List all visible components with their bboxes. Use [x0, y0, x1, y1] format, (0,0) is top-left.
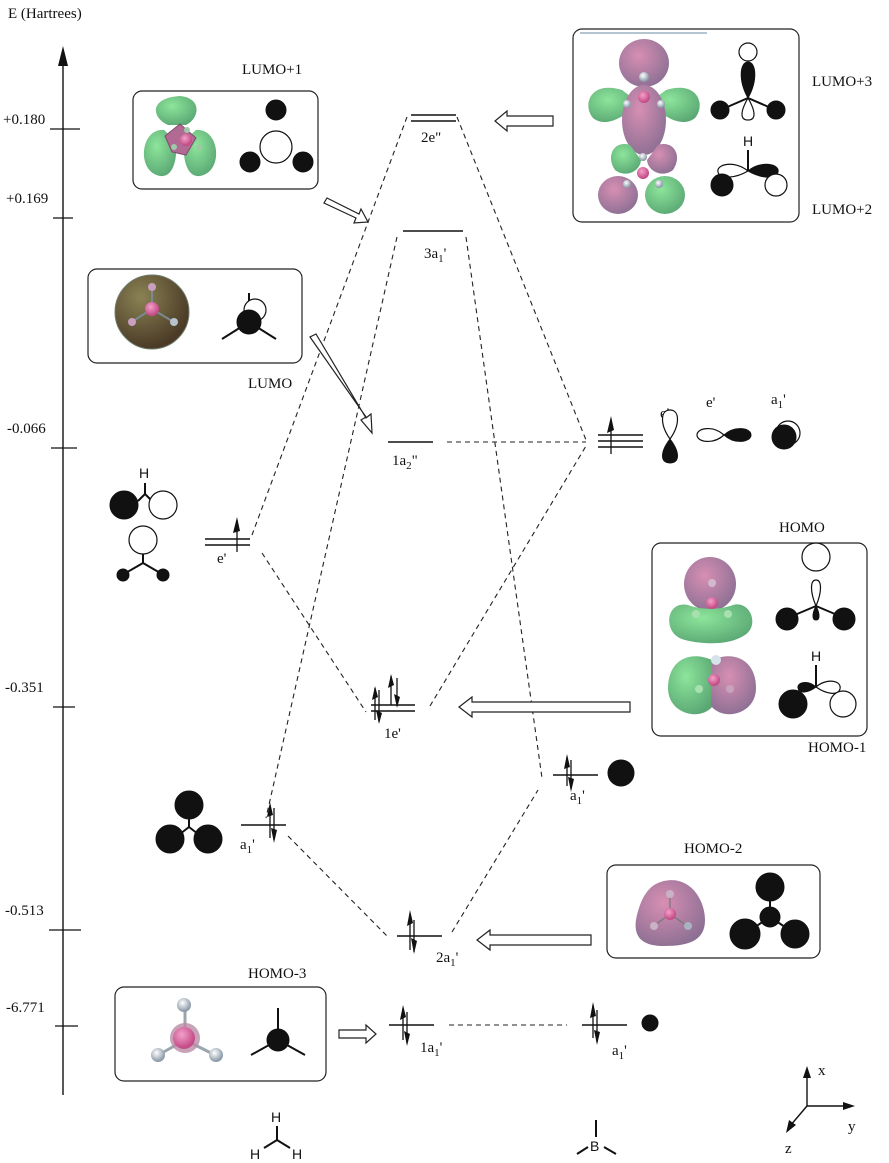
arrow-left-icon	[458, 695, 631, 719]
orbital-box-lumo1	[132, 90, 319, 190]
axis-tick-label: +0.169	[6, 191, 48, 207]
energy-axis: E (Hartrees) +0.180 +0.169 -0.066 -0.351…	[3, 6, 82, 1095]
p-orbital-lobe	[723, 428, 752, 442]
electron-down-arrow	[394, 694, 400, 708]
label-lumo1: LUMO+1	[242, 62, 302, 78]
label-lumo2: LUMO+2	[812, 202, 872, 218]
fragment-b: B	[576, 1120, 617, 1155]
orbital-box-lumo	[87, 268, 303, 364]
mo-level-1a2-dprime: 1a2"	[388, 441, 433, 472]
mo-level-2a1-prime: 2a1'	[397, 910, 459, 969]
orbital-lobe-empty	[128, 525, 158, 555]
label-homo3: HOMO-3	[248, 966, 306, 982]
atom-h: H	[250, 1146, 260, 1162]
h-label: H	[743, 133, 753, 149]
level-label: 3a1'	[424, 246, 447, 265]
electron-up-arrow	[400, 1005, 406, 1020]
arrow-down-right-icon	[309, 333, 373, 435]
electron-up-arrow	[590, 1002, 596, 1018]
mo-level-3a1-prime: 3a1'	[403, 230, 463, 265]
electron-up-arrow	[388, 674, 394, 688]
orbital-box-homo-homo1: H	[651, 542, 868, 737]
atom-h: H	[292, 1146, 302, 1162]
level-label: 1a1'	[420, 1040, 443, 1059]
p-orbital-lobe	[661, 409, 679, 441]
axis-tick-label: -0.351	[5, 680, 44, 696]
arrow-down-right-icon	[323, 197, 369, 224]
axis-tick-label: -6.771	[6, 1000, 45, 1016]
level-label: 1a2"	[392, 453, 418, 472]
mo-level-2e-dprime: 2e"	[411, 114, 456, 146]
label-homo: HOMO	[779, 520, 825, 536]
fragment-ch3: H H H	[250, 1109, 302, 1162]
level-label: e'	[706, 395, 716, 411]
y-axis-arrow-icon	[843, 1102, 855, 1110]
electron-up-arrow	[407, 910, 413, 926]
electron-up-arrow	[607, 416, 614, 433]
p-orbital-lobe	[696, 428, 725, 442]
label-homo2: HOMO-2	[684, 841, 742, 857]
x-axis-arrow-icon	[803, 1066, 811, 1078]
hollow-arrows	[309, 109, 631, 1045]
correlation-lines	[251, 116, 587, 1026]
electron-up-arrow	[267, 802, 273, 817]
electron-up-arrow	[233, 517, 240, 533]
electron-down-arrow	[411, 938, 417, 954]
left-level-e-prime: e' H	[109, 465, 250, 582]
z-axis-label: z	[785, 1141, 792, 1157]
mo-level-1e-prime: 1e'	[371, 674, 415, 742]
right-level-s: a1'	[553, 754, 635, 807]
right-level-core: a1'	[582, 1002, 659, 1062]
mo-level-1a1-prime: 1a1'	[389, 1005, 443, 1059]
axis-label: E (Hartrees)	[8, 6, 82, 22]
right-level-p-set: e' e' a1'	[598, 392, 801, 464]
y-axis-label: y	[848, 1119, 856, 1135]
axis-tick-label: +0.180	[3, 112, 45, 128]
p-orbital-lobe	[662, 438, 678, 464]
axis-arrowhead	[58, 46, 68, 66]
coordinate-axes: x y z	[785, 1063, 856, 1157]
atom-b: B	[590, 1138, 599, 1154]
label-lumo3: LUMO+3	[812, 74, 872, 90]
level-label: a1'	[570, 788, 585, 807]
electron-up-arrow	[564, 754, 570, 769]
electron-down-arrow	[568, 777, 574, 792]
level-label: a1'	[771, 392, 786, 411]
electron-down-arrow	[404, 1031, 410, 1046]
left-level-a1-prime: a1'	[155, 790, 286, 856]
arrow-left-icon	[494, 109, 554, 133]
electron-down-arrow	[594, 1030, 600, 1045]
arrow-left-icon	[476, 928, 592, 952]
electron-up-arrow	[372, 686, 378, 700]
label-homo1: HOMO-1	[808, 740, 866, 756]
level-label: e'	[217, 551, 227, 567]
orbital-lobe-filled	[109, 490, 139, 520]
level-label: a1'	[612, 1043, 627, 1062]
axis-tick-label: -0.513	[5, 903, 44, 919]
axis-tick-label: -0.066	[7, 421, 46, 437]
orbital-box-homo3	[114, 986, 327, 1082]
electron-down-arrow	[271, 828, 277, 843]
electron-down-arrow	[376, 710, 382, 724]
label-lumo: LUMO	[248, 376, 292, 392]
arrow-right-icon	[338, 1023, 377, 1045]
level-label: 2e"	[421, 130, 441, 146]
h-label: H	[139, 465, 149, 481]
level-label: a1'	[240, 837, 255, 856]
level-label: 2a1'	[436, 950, 459, 969]
orbital-box-homo2	[606, 864, 821, 959]
level-label: 1e'	[384, 726, 401, 742]
z-axis-arrow-icon	[786, 1120, 796, 1133]
orbital-box-lumo2-lumo3: H	[572, 28, 800, 223]
h-label: H	[811, 648, 821, 664]
orbital-lobe-empty	[148, 490, 178, 520]
x-axis-label: x	[818, 1063, 826, 1079]
atom-h: H	[271, 1109, 281, 1125]
